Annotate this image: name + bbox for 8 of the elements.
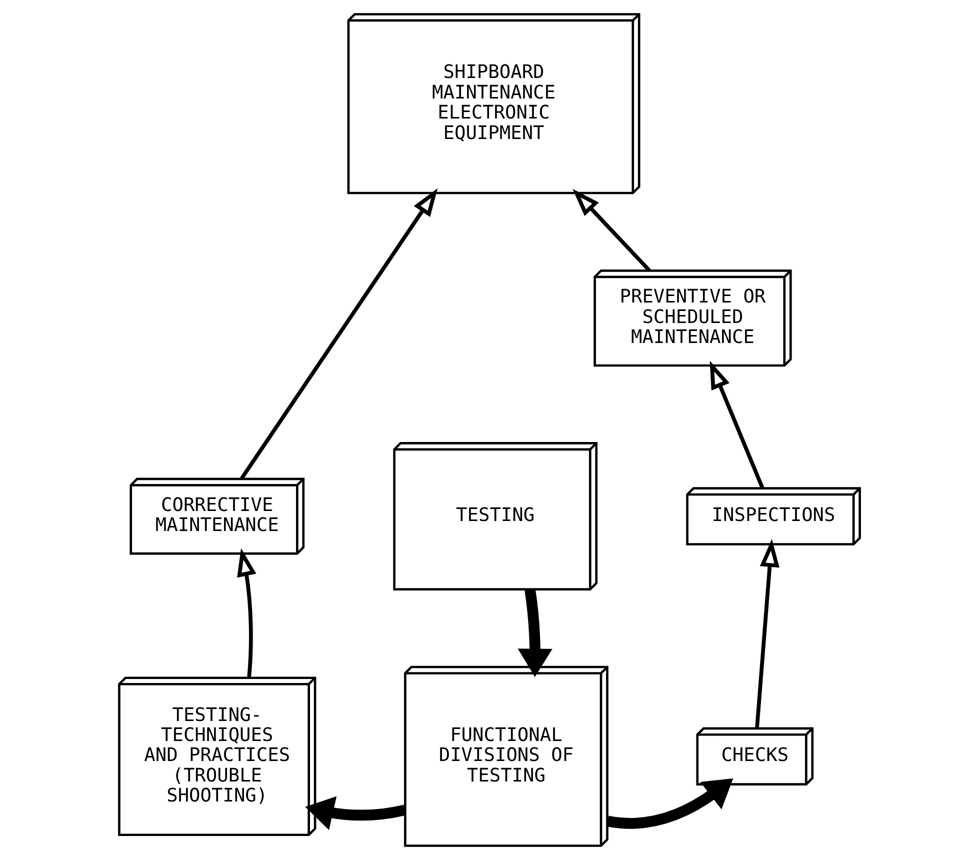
arrow bbox=[518, 589, 552, 677]
arrow bbox=[305, 796, 406, 830]
arrow bbox=[237, 548, 256, 678]
arrow bbox=[606, 778, 734, 829]
arrow bbox=[710, 360, 764, 489]
arrow bbox=[572, 188, 651, 272]
arrow bbox=[240, 188, 438, 480]
arrow bbox=[755, 538, 780, 728]
